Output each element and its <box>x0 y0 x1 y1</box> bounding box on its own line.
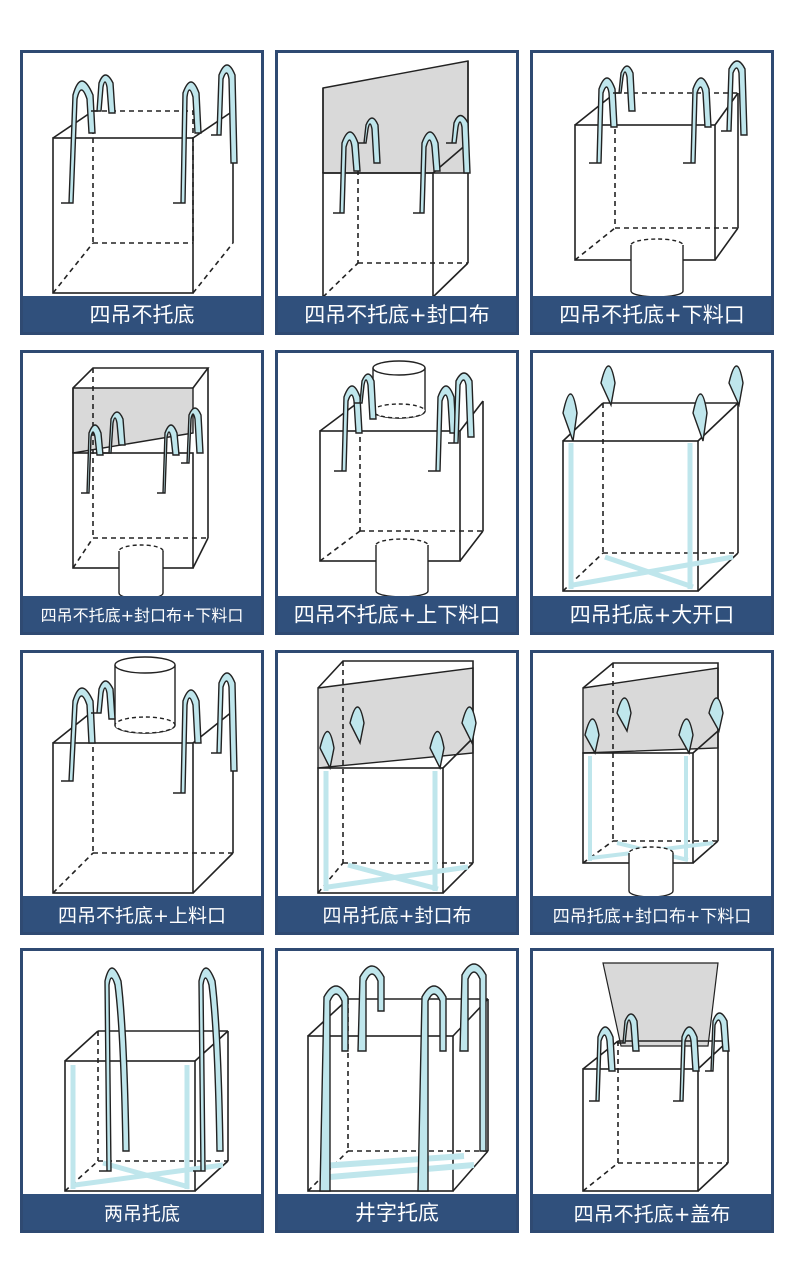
bag-illustration <box>533 653 771 899</box>
card-2: 四吊不托底+封口布 <box>275 50 519 335</box>
caption: 四吊不托底 <box>23 296 261 332</box>
card-4: 四吊不托底+封口布+下料口 <box>20 350 264 635</box>
card-10: 两吊托底 <box>20 948 264 1233</box>
bag-illustration <box>278 951 516 1197</box>
caption: 四吊托底+封口布+下料口 <box>533 896 771 932</box>
caption: 四吊不托底+盖布 <box>533 1194 771 1230</box>
bag-illustration <box>278 353 516 599</box>
caption: 四吊托底+大开口 <box>533 596 771 632</box>
caption: 四吊不托底+封口布 <box>278 296 516 332</box>
grid-strap-bottom-bag-icon <box>307 963 489 1192</box>
caption: 四吊不托底+上料口 <box>23 896 261 932</box>
bag-illustration <box>23 653 261 899</box>
card-8: 四吊托底+封口布 <box>275 650 519 935</box>
card-12: 四吊不托底+盖布 <box>530 948 774 1233</box>
four-loop-cross-bottom-cover-icon <box>317 660 477 894</box>
bag-illustration <box>278 653 516 899</box>
card-5: 四吊不托底+上下料口 <box>275 350 519 635</box>
four-loop-bag-top-and-bottom-spout-icon <box>319 360 484 598</box>
card-1: 四吊不托底 <box>20 50 264 335</box>
bag-illustration <box>23 353 261 599</box>
bag-illustration <box>533 53 771 299</box>
four-loop-bag-icon <box>52 64 238 294</box>
card-3: 四吊不托底+下料口 <box>530 50 774 335</box>
caption: 井字托底 <box>278 1194 516 1230</box>
four-loop-bag-with-cover-icon <box>322 60 471 298</box>
caption: 四吊不托底+封口布+下料口 <box>23 596 261 632</box>
caption: 四吊托底+封口布 <box>278 896 516 932</box>
four-loop-bag-with-discharge-spout-icon <box>574 60 748 298</box>
two-loop-cross-bottom-icon <box>64 967 229 1192</box>
four-loop-bag-filling-spout-icon <box>52 656 238 894</box>
card-6: 四吊托底+大开口 <box>530 350 774 635</box>
bag-illustration <box>23 53 261 299</box>
four-loop-bag-with-lid-cloth-icon <box>582 962 730 1192</box>
caption: 四吊不托底+上下料口 <box>278 596 516 632</box>
bag-illustration <box>23 951 261 1197</box>
four-loop-bag-cover-and-discharge-icon <box>72 367 210 599</box>
card-7: 四吊不托底+上料口 <box>20 650 264 935</box>
caption: 两吊托底 <box>23 1194 261 1230</box>
bag-illustration <box>278 53 516 299</box>
four-loop-cross-bottom-cover-discharge-icon <box>582 662 724 898</box>
card-11: 井字托底 <box>275 948 519 1233</box>
bag-illustration <box>533 353 771 599</box>
caption: 四吊不托底+下料口 <box>533 296 771 332</box>
four-loop-cross-bottom-open-top-icon <box>562 365 744 592</box>
card-9: 四吊托底+封口布+下料口 <box>530 650 774 935</box>
bag-illustration <box>533 951 771 1197</box>
